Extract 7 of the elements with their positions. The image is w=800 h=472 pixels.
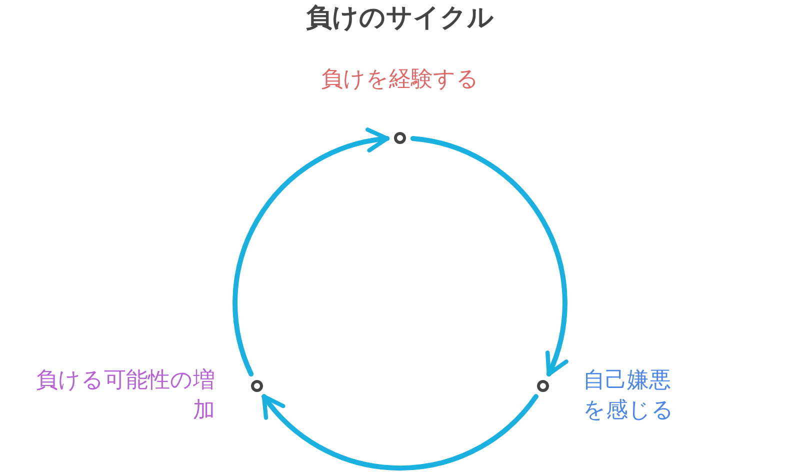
title: 負けのサイクル (305, 2, 495, 35)
step-label: 負けを経験する (320, 66, 480, 94)
cycle-arrow (262, 394, 538, 470)
cycle-arrow (410, 136, 568, 376)
step-label: 負ける可能性の増加 (35, 366, 216, 424)
cycle-arrow (232, 128, 390, 376)
step-label: 自己嫌悪を感じる (582, 366, 675, 424)
